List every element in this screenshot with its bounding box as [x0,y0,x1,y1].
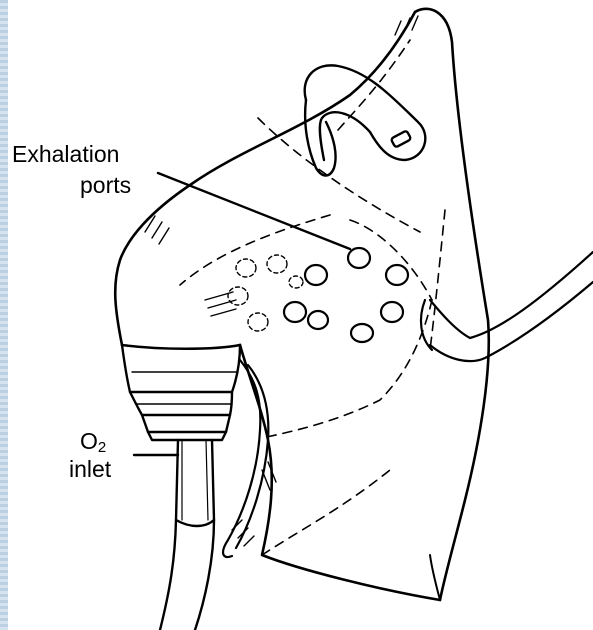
o2-symbol: O [80,428,98,454]
exhalation-label-line2: ports [80,172,131,199]
exhalation-port [248,313,268,331]
exhalation-port [289,276,303,288]
inlet-label: inlet [69,456,111,483]
exhalation-port [305,265,327,285]
side-strap [421,252,593,361]
exhalation-port [351,324,373,342]
exhalation-port [381,302,403,322]
o2-subscript: 2 [98,439,106,456]
exhalation-ports [284,248,408,342]
o2-connector [122,345,240,440]
exhalation-ports-faded [228,255,303,331]
exhalation-label-line1: Exhalation [12,141,119,168]
exhalation-port [236,259,256,277]
exhalation-port [308,311,328,329]
exhalation-leader-line [158,173,350,249]
o2-tubing [160,440,214,630]
exhalation-port [228,287,248,305]
chin-strap [223,360,268,557]
exhalation-port [386,265,408,285]
shading-hatches [145,16,418,546]
exhalation-port [267,255,287,273]
exhalation-port [348,248,370,268]
exhalation-port [284,302,306,322]
